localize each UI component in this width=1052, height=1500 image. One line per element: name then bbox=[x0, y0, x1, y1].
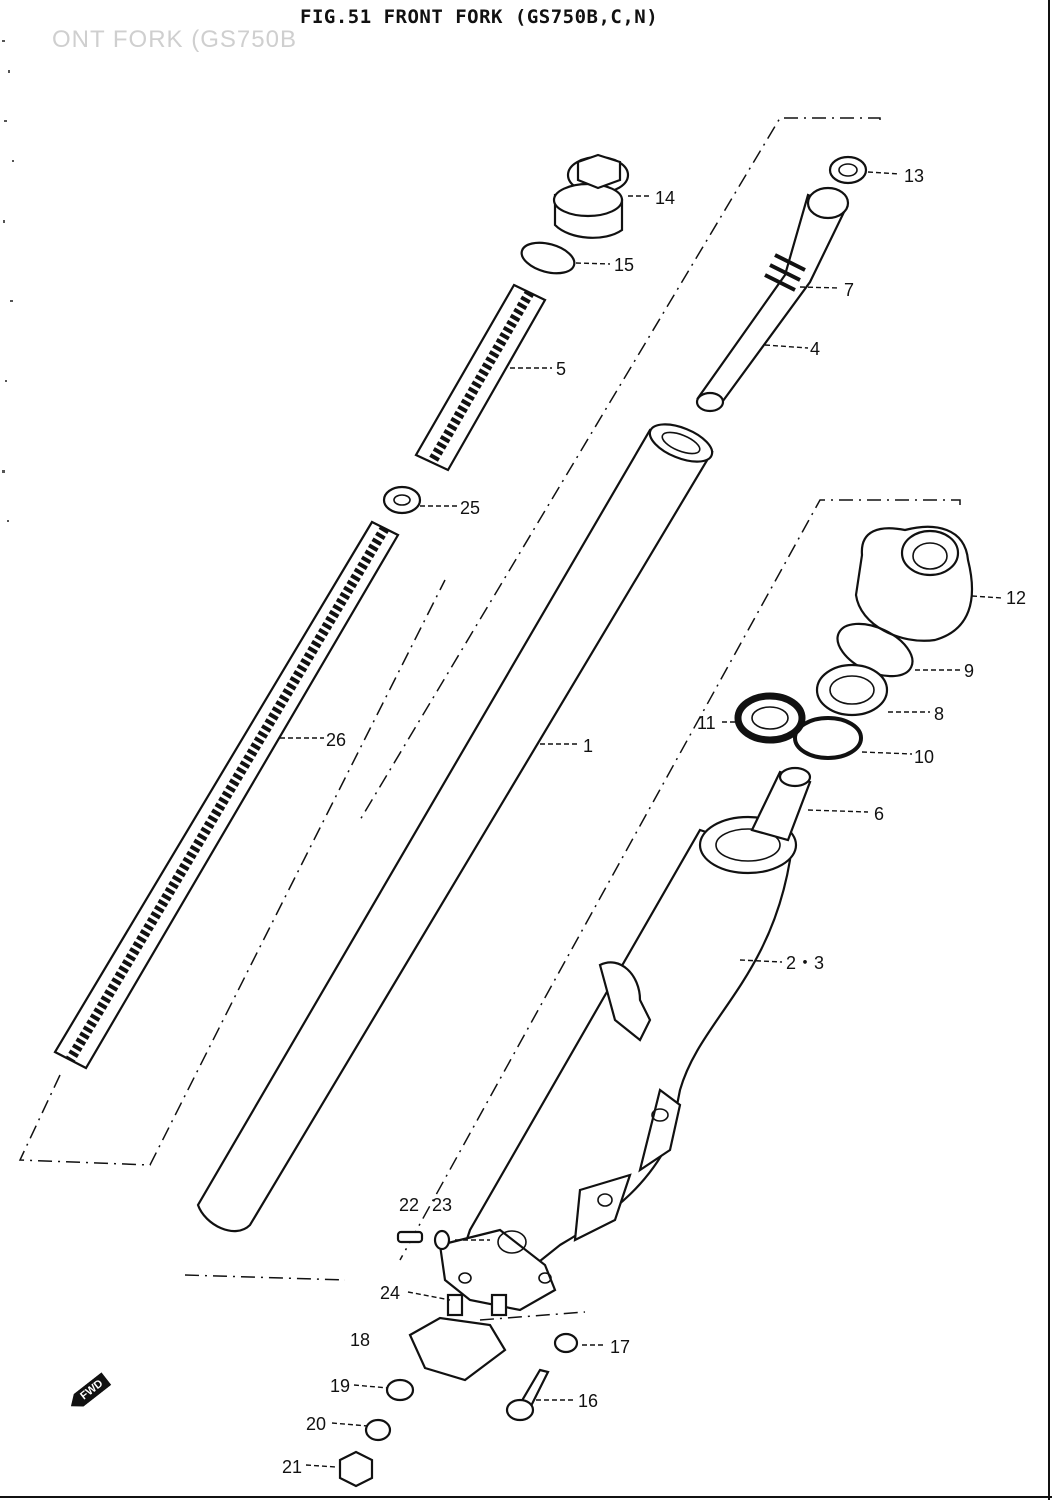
callout-2-3: 2・3 bbox=[786, 953, 824, 973]
axle-cap bbox=[408, 1316, 507, 1382]
callout-20: 20 bbox=[306, 1414, 326, 1434]
callout-16: 16 bbox=[578, 1391, 598, 1411]
callout-15: 15 bbox=[614, 255, 634, 275]
callout-19: 19 bbox=[330, 1376, 350, 1396]
callout-23: 23 bbox=[432, 1195, 452, 1215]
callout-24: 24 bbox=[380, 1283, 400, 1303]
spring-collar bbox=[382, 485, 422, 515]
axle-holder bbox=[438, 1228, 557, 1312]
spring-spacer bbox=[414, 283, 547, 472]
callout-11: 11 bbox=[697, 713, 716, 733]
callout-12: 12 bbox=[1006, 588, 1026, 608]
fork-spring bbox=[53, 520, 400, 1070]
callout-14: 14 bbox=[655, 188, 675, 208]
seal-11 bbox=[734, 692, 806, 744]
nut-21 bbox=[338, 1450, 374, 1488]
callout-9: 9 bbox=[964, 661, 974, 681]
ghost-title: ONT FORK (GS750B bbox=[52, 26, 297, 53]
callout-18: 18 bbox=[350, 1330, 370, 1350]
callout-7: 7 bbox=[844, 280, 854, 300]
callout-10: 10 bbox=[914, 747, 934, 767]
o-ring bbox=[520, 241, 576, 275]
screw-22 bbox=[396, 1230, 424, 1244]
washer-23 bbox=[433, 1229, 451, 1251]
cap-bolt bbox=[552, 153, 630, 239]
damper-rod bbox=[695, 186, 850, 413]
top-ring bbox=[828, 155, 868, 185]
oil-seal bbox=[815, 663, 889, 717]
callout-26: 26 bbox=[326, 730, 346, 750]
damper-cylinder bbox=[750, 766, 812, 842]
leader-lines bbox=[280, 171, 1003, 1468]
callout-13: 13 bbox=[904, 166, 924, 186]
assembly-guides bbox=[18, 117, 961, 1321]
washer-19 bbox=[385, 1378, 415, 1402]
figure-title: FIG.51 FRONT FORK (GS750B,C,N) bbox=[300, 6, 659, 28]
callout-1: 1 bbox=[583, 736, 593, 756]
callout-6: 6 bbox=[874, 804, 884, 824]
callout-5: 5 bbox=[556, 359, 566, 379]
washer-10 bbox=[793, 716, 863, 760]
callout-22: 22 bbox=[399, 1195, 419, 1215]
callout-4: 4 bbox=[810, 339, 820, 359]
bolt-16 bbox=[505, 1368, 550, 1422]
callout-21: 21 bbox=[282, 1457, 302, 1477]
scan-noise bbox=[2, 40, 14, 522]
callout-17: 17 bbox=[610, 1337, 630, 1357]
outer-tube bbox=[463, 815, 798, 1271]
inner-tube bbox=[196, 423, 714, 1233]
washer-20 bbox=[364, 1418, 392, 1442]
callout-25: 25 bbox=[460, 498, 480, 518]
axle-stud bbox=[446, 1293, 508, 1317]
callout-8: 8 bbox=[934, 704, 944, 724]
callouts: 14 13 15 7 4 5 25 12 9 8 26 1 11 10 6 2・… bbox=[282, 166, 1026, 1477]
nut-17 bbox=[553, 1332, 579, 1354]
dust-boot bbox=[854, 525, 974, 642]
